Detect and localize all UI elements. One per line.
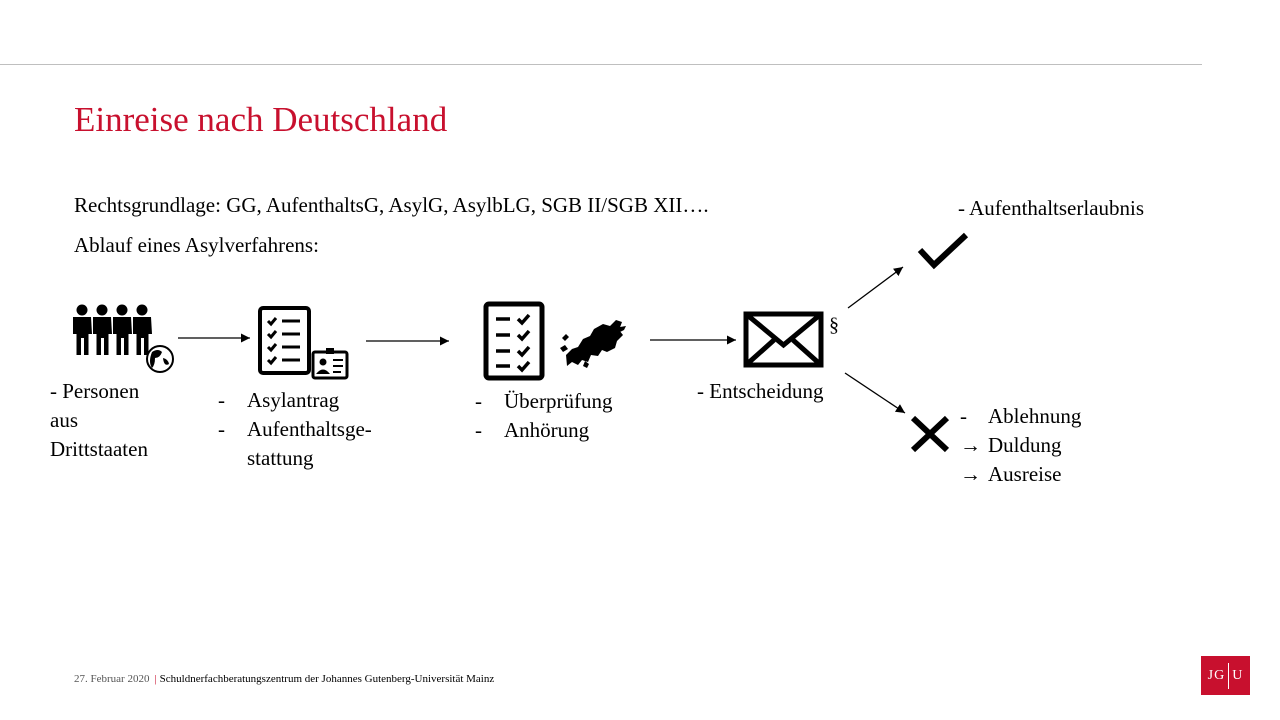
university-logo: JG U: [1201, 656, 1250, 695]
slide-title: Einreise nach Deutschland: [74, 100, 448, 139]
step-2-item: stattung: [247, 446, 314, 470]
checklist-europe-map-icon: [483, 301, 626, 381]
people-globe-icon: [73, 304, 174, 373]
procedure-heading: Ablauf eines Asylverfahrens:: [74, 233, 319, 257]
outcome-negative-label: -Ablehnung →Duldung →Ausreise: [960, 402, 1081, 489]
logo-left-text: JG: [1207, 667, 1226, 683]
checklist-id-card-icon: [258, 306, 349, 380]
step-2-item: -Asylantrag: [218, 388, 340, 412]
step-4-label: - Entscheidung: [697, 379, 824, 403]
step-1-line: - Personen: [50, 379, 140, 403]
checkmark-icon: [917, 232, 969, 270]
outcome-negative-item: →Ausreise: [960, 462, 1062, 486]
legal-basis-text: Rechtsgrundlage: GG, AufenthaltsG, AsylG…: [74, 193, 709, 217]
outcome-positive-label: - Aufenthaltserlaubnis: [958, 196, 1145, 220]
flow-arrow-negative: [844, 372, 906, 414]
outcome-negative-item: -Ablehnung: [960, 404, 1082, 428]
footer-org: Schuldnerfachberatungszentrum der Johann…: [159, 673, 495, 685]
outcome-negative-item: →Duldung: [960, 433, 1062, 457]
step-2-item: -Aufenthaltsge-: [218, 417, 372, 441]
top-divider: [0, 64, 1202, 65]
step-1-label: - Personen aus Drittstaaten: [50, 377, 148, 464]
step-3-label: -Überprüfung -Anhörung: [475, 387, 612, 445]
footer-date: 27. Februar 2020: [74, 673, 150, 685]
footer-separator: |: [154, 673, 157, 685]
cross-icon: [910, 415, 950, 453]
paragraph-symbol: §: [829, 314, 839, 336]
envelope-paragraph-icon: [743, 311, 824, 368]
step-3-item: -Überprüfung: [475, 389, 613, 413]
step-3-item: -Anhörung: [475, 418, 590, 442]
step-1-line: Drittstaaten: [50, 437, 148, 461]
footer: 27. Februar 2020 |Schuldnerfachberatungsz…: [74, 673, 494, 685]
logo-right-text: U: [1232, 667, 1244, 683]
flow-arrow-positive: [847, 266, 904, 309]
step-2-label: -Asylantrag -Aufenthaltsge- stattung: [218, 386, 372, 473]
step-1-line: aus: [50, 408, 78, 432]
